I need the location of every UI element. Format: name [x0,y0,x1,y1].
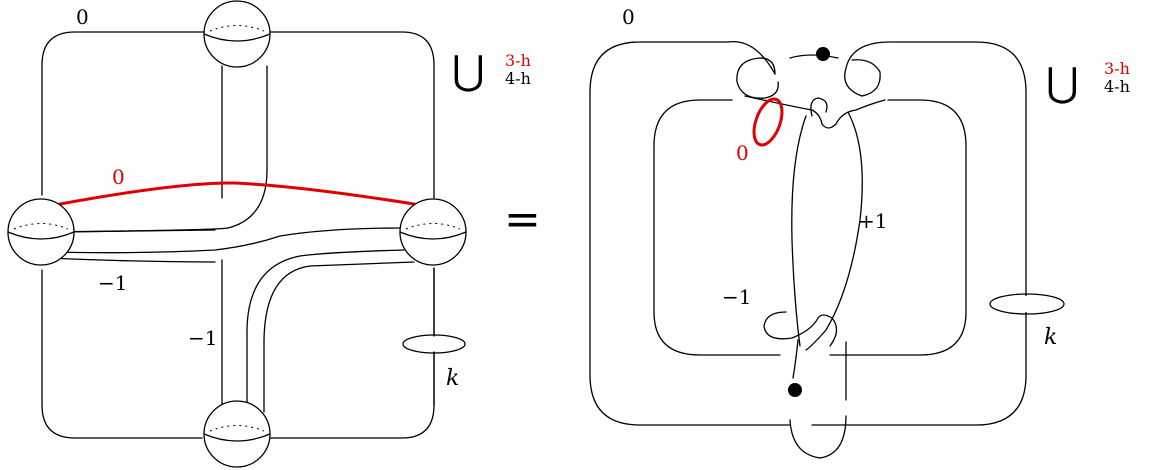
right-red-framing-label: 0 [736,141,749,165]
left-ball-left [7,198,75,266]
right-union-symbol: ⋃ [1046,60,1079,106]
right-red-attaching-circle [752,97,784,147]
left-outer-framed-loop [41,31,435,439]
left-top-framing-label: 0 [76,5,89,29]
right-top-dotted-circle-marker [816,47,830,61]
left-horizontal-band-lower [47,227,403,254]
left-ball-right [399,198,467,266]
left-curved-band-inner [263,261,415,413]
right-bottom-dotted-circle-marker [788,383,802,397]
left-red-framing-label: 0 [112,165,125,189]
left-meridian-label: k [446,366,459,391]
right-top-framing-label: 0 [622,5,635,29]
left-red-attaching-curve [58,181,416,206]
right-plus-one-label: +1 [858,209,887,233]
right-three-handles-label: 3-h [1104,59,1130,78]
right-top-left-clasp [736,57,779,99]
right-outer-framed-loop [589,40,1027,426]
right-plus-one-loop-left [791,115,807,347]
right-meridian-label: k [1044,325,1057,350]
right-lower-vertical-strand [789,341,847,459]
left-band-lower-arc [47,257,216,263]
left-ball-top [203,0,271,68]
left-horizontal-band-upper [59,229,216,233]
right-top-dotted-strand [789,54,839,59]
right-four-handles-label: 4-h [1104,77,1130,96]
right-top-right-clasp [851,59,881,97]
right-inner-left-loop [653,99,781,356]
right-meridian-circle [989,293,1065,315]
left-three-handles-label: 3-h [505,51,531,70]
right-minus-one-strand [792,339,799,379]
right-minus-one-clasp [763,311,838,347]
right-kirby-diagram: 0 0 +1 −1 k ⋃ 3-h 4-h [589,5,1130,459]
equals-sign: = [504,194,541,245]
right-inner-right-loop [829,99,967,356]
left-ball-bottom [203,400,271,468]
left-vertical-band-framing-label: −1 [188,326,217,350]
right-clasp-small-loop [810,97,828,117]
left-curved-band-outer [246,249,405,413]
right-plus-one-loop-right [805,111,863,351]
left-four-handles-label: 4-h [505,69,531,88]
left-lower-band-framing-label: −1 [98,271,127,295]
right-minus-one-label: −1 [722,285,751,309]
left-kirby-diagram: 0 0 −1 −1 k ⋃ 3-h 4-h [7,0,531,468]
left-union-symbol: ⋃ [452,48,485,94]
right-clasp-middle-strand [744,95,886,129]
left-vertical-band-right-edge [47,65,268,233]
